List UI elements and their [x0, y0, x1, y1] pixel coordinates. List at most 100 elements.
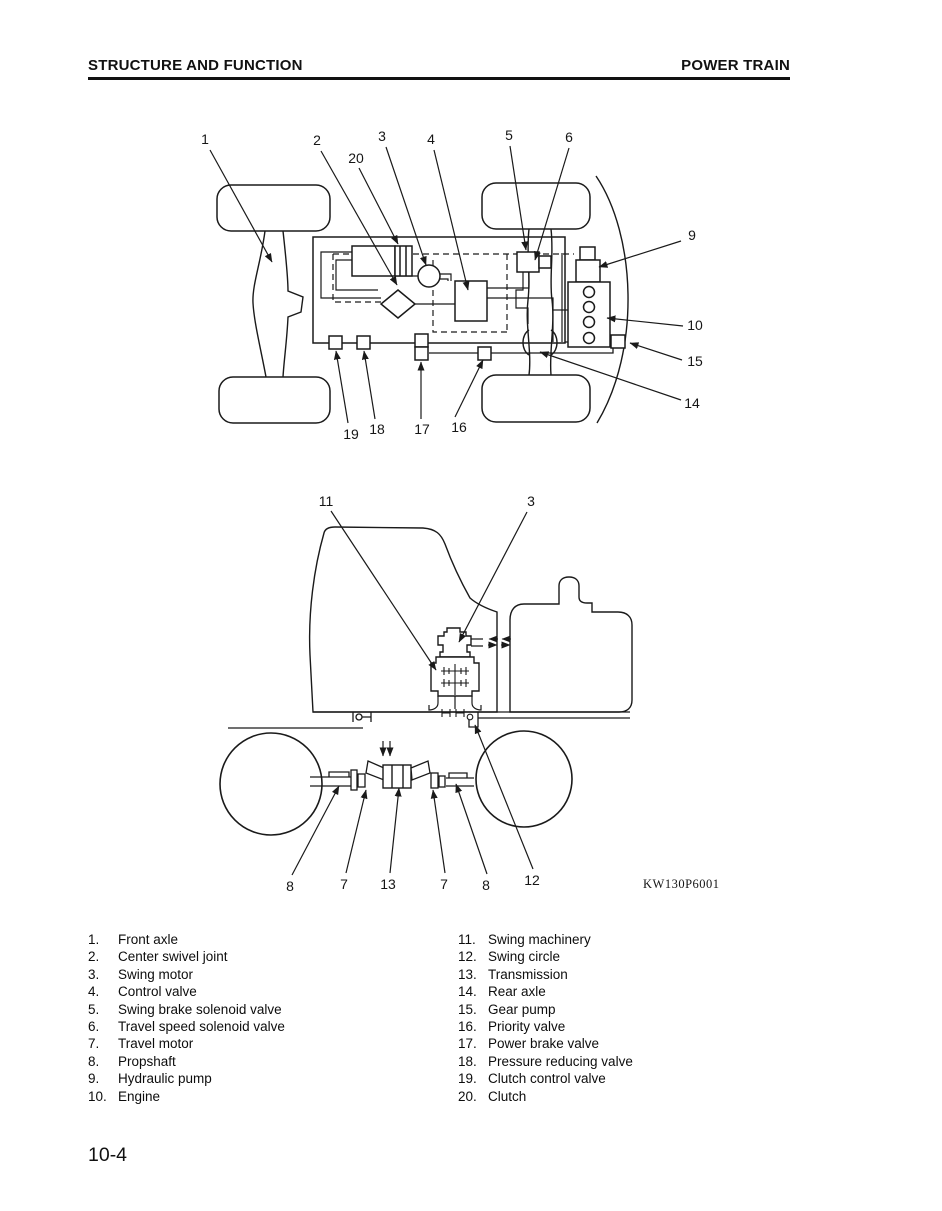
priority-valve-block — [477, 346, 492, 361]
item-number: 11. — [458, 932, 476, 947]
item-number: 3. — [88, 966, 100, 982]
lower-hydraulic-line — [429, 348, 614, 354]
leader-2 — [320, 150, 398, 286]
parts-list-left-column: 1. Front axle 2.Center swivel joint 3. Swi… — [88, 931, 428, 1105]
callout-label: 18 — [369, 421, 385, 437]
leader-5 — [509, 145, 529, 251]
list-item: 14.Rear axle — [458, 983, 788, 1000]
item-name: Propshaft — [118, 1053, 176, 1069]
main-frame — [312, 236, 566, 344]
item-number: 5. — [88, 1001, 100, 1017]
item-name: Center swivel joint — [118, 949, 228, 965]
callout-label: 11 — [319, 493, 334, 509]
item-name: Transmission — [488, 966, 568, 982]
leader-8-right — [455, 783, 488, 875]
item-name: Front axle — [118, 932, 179, 947]
leader-11 — [330, 510, 437, 671]
clutch-control-valve-block — [328, 335, 343, 350]
list-item: 2.Center swivel joint — [88, 948, 428, 965]
leader-9 — [598, 240, 682, 268]
front-wheel — [219, 732, 323, 836]
list-item: 19.Clutch control valve — [458, 1070, 788, 1087]
item-name: Priority valve — [488, 1018, 566, 1034]
list-item: 5. Swing brake solenoid valve — [88, 1001, 428, 1018]
callout-label: 3 — [378, 128, 386, 144]
item-number: 6. — [88, 1018, 100, 1034]
callout-label: 9 — [688, 227, 696, 243]
propshaft-left — [310, 769, 366, 791]
callout-label: 1 — [201, 131, 209, 147]
callout-label: 2 — [313, 132, 321, 148]
leader-20 — [358, 167, 399, 245]
list-item: 11.Swing machinery — [458, 931, 788, 948]
solenoid-valves — [516, 251, 552, 273]
leader-1 — [209, 149, 273, 263]
u-joint-right — [410, 760, 431, 781]
callout-label: 4 — [427, 131, 435, 147]
tire-front-right — [218, 376, 331, 424]
item-number: 15. — [458, 1001, 477, 1017]
figure-code: KW130P6001 — [643, 877, 720, 891]
hydraulic-hoses — [320, 251, 611, 343]
item-number: 17. — [458, 1036, 477, 1052]
transmission-input-arrows — [379, 741, 394, 757]
list-item: 1. Front axle — [88, 931, 428, 948]
callout-label: 8 — [482, 877, 490, 893]
parts-list-right-column: 11.Swing machinery 12.Swing circle 13.Tr… — [458, 931, 788, 1105]
callout-label: 7 — [440, 876, 448, 892]
callout-label: 19 — [343, 426, 359, 442]
list-item: 9.Hydraulic pump — [88, 1070, 428, 1087]
front-axle-shape — [252, 230, 304, 378]
leader-13 — [389, 787, 402, 874]
item-name: Clutch — [488, 1088, 527, 1104]
propshaft-right — [430, 772, 474, 789]
header-chapter-title: POWER TRAIN — [681, 57, 790, 74]
tires-top-view — [216, 182, 591, 424]
item-number: 9. — [88, 1071, 100, 1087]
callout-label: 17 — [414, 421, 430, 437]
list-item: 4.Control valve — [88, 983, 428, 1000]
item-number: 19. — [458, 1071, 477, 1087]
control-valve-box — [454, 280, 488, 322]
bottom-callout-labels: 11 3 8 7 13 7 8 12 — [286, 493, 540, 894]
body-outline-arc — [595, 175, 629, 424]
leader-10 — [606, 315, 684, 327]
item-name: Power brake valve — [488, 1036, 600, 1052]
power-brake-valve-block-b — [414, 346, 429, 361]
list-item: 8. Propshaft — [88, 1053, 428, 1070]
item-number: 10. — [88, 1088, 107, 1104]
list-item: 13.Transmission — [458, 966, 788, 983]
item-number: 1. — [88, 932, 100, 947]
u-joint-left — [365, 760, 385, 781]
leader-15 — [629, 342, 683, 361]
list-item: 12.Swing circle — [458, 948, 788, 965]
item-number: 14. — [458, 984, 477, 1000]
header-section-title: STRUCTURE AND FUNCTION — [88, 57, 303, 74]
item-number: 8. — [88, 1053, 100, 1069]
item-name: Travel speed solenoid valve — [118, 1018, 285, 1034]
tire-rear-left — [481, 182, 591, 230]
item-name: Swing motor — [118, 966, 194, 982]
gearbox-legs — [428, 696, 482, 711]
list-item: 17. Power brake valve — [458, 1035, 788, 1052]
callout-label: 13 — [380, 876, 396, 892]
top-leader-lines — [209, 145, 684, 424]
swing-motor-circle — [417, 264, 441, 288]
callout-label: 12 — [524, 872, 540, 888]
leader-14 — [539, 351, 682, 401]
clutch-assembly — [351, 245, 413, 277]
callout-label: 7 — [340, 876, 348, 892]
list-item: 16.Priority valve — [458, 1018, 788, 1035]
valve-blocks — [328, 333, 626, 361]
bottom-leader-lines — [291, 510, 534, 876]
list-item: 18.Pressure reducing valve — [458, 1053, 788, 1070]
transmission-box — [382, 764, 412, 789]
rear-wheel — [475, 730, 573, 828]
list-item: 6. Travel speed solenoid valve — [88, 1018, 428, 1035]
list-item: 15.Gear pump — [458, 1001, 788, 1018]
item-name: Swing brake solenoid valve — [118, 1001, 282, 1017]
leader-4 — [433, 149, 470, 291]
item-name: Control valve — [118, 984, 197, 1000]
item-name: Engine — [118, 1088, 161, 1104]
